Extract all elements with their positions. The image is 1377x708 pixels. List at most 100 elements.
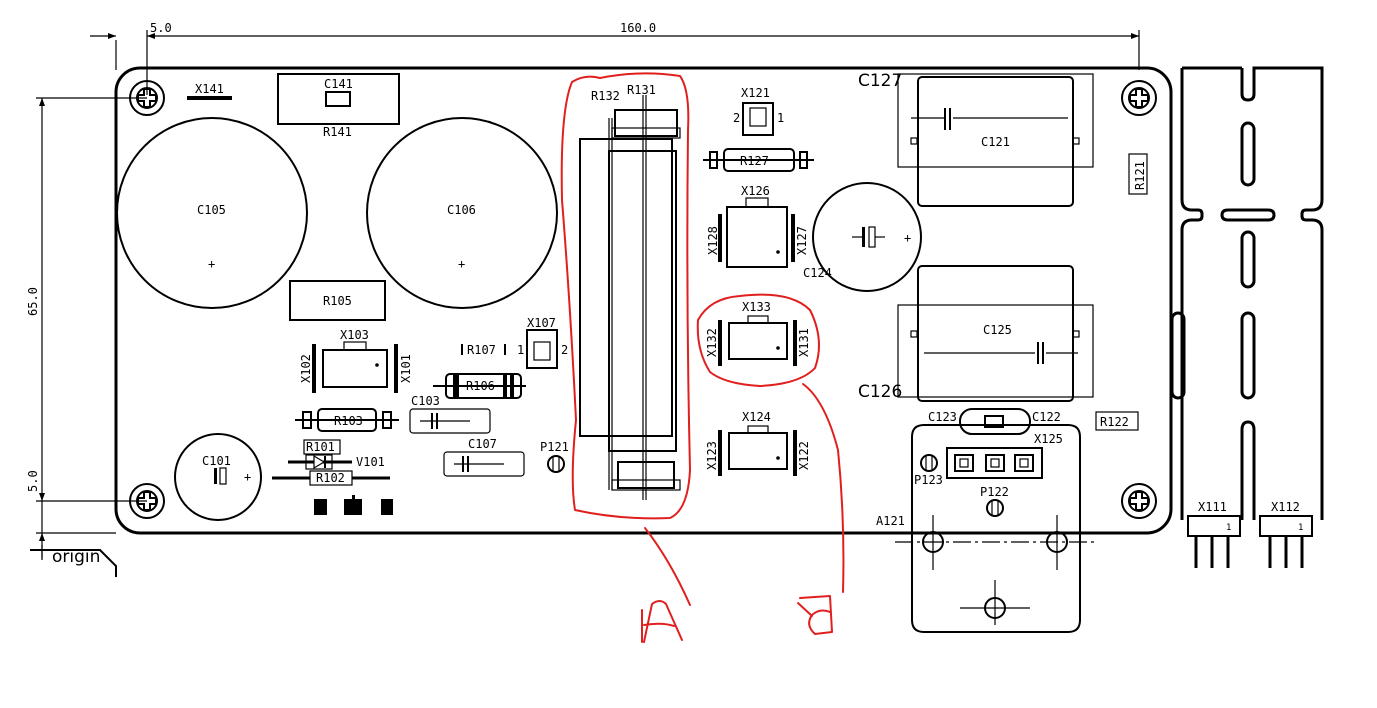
svg-text:X141: X141: [195, 82, 224, 96]
component-r141-c141: C141 R141: [277, 73, 400, 139]
test-point-p121: P121: [540, 440, 569, 473]
resistor-r127: R127: [703, 148, 814, 172]
capacitor-c103: C103: [409, 394, 491, 434]
svg-text:X122: X122: [797, 441, 811, 470]
svg-text:C121: C121: [981, 135, 1010, 149]
svg-text:X107: X107: [527, 316, 556, 330]
svg-text:C124: C124: [803, 266, 832, 280]
svg-text:R127: R127: [740, 154, 769, 168]
component-x126: X126 X128 X127: [706, 184, 809, 268]
svg-text:X125: X125: [1034, 432, 1063, 446]
connector-a121: A121: [876, 424, 1095, 633]
svg-text:R102: R102: [316, 471, 345, 485]
svg-text:1: 1: [517, 343, 524, 357]
component-x124: X124 X123 X122: [705, 410, 811, 476]
svg-text:R131: R131: [627, 83, 656, 97]
svg-text:P121: P121: [540, 440, 569, 454]
svg-text:+: +: [904, 231, 911, 245]
test-point-p123: P123: [914, 454, 943, 487]
board-outline: [114, 66, 1173, 535]
svg-text:C123: C123: [928, 410, 957, 424]
resistor-r105: R105: [289, 280, 386, 321]
svg-text:2: 2: [561, 343, 568, 357]
svg-text:X133: X133: [742, 300, 771, 314]
dim-offset-top: 5.0: [150, 21, 172, 35]
origin-label: origin: [52, 547, 100, 567]
diode-v101: R101 V101: [288, 439, 385, 470]
svg-text:R101: R101: [306, 440, 335, 454]
svg-text:C101: C101: [202, 454, 231, 468]
mounting-holes: [129, 80, 1157, 519]
svg-text:X124: X124: [742, 410, 771, 424]
svg-text:C127: C127: [858, 71, 902, 91]
svg-text:X103: X103: [340, 328, 369, 342]
svg-text:2: 2: [733, 111, 740, 125]
svg-text:X111: X111: [1198, 500, 1227, 514]
svg-text:C105: C105: [197, 203, 226, 217]
resistor-r107: R107: [461, 343, 506, 357]
annotation-mark-a: [560, 72, 691, 643]
svg-text:1: 1: [777, 111, 784, 125]
heatsink-right: [1170, 66, 1324, 520]
capacitor-c121: C121 C127: [858, 71, 1094, 207]
resistor-r106: R106: [433, 373, 526, 399]
svg-text:P122: P122: [980, 485, 1009, 499]
resistor-r102: R102: [272, 470, 393, 515]
svg-text:C125: C125: [983, 323, 1012, 337]
svg-text:R103: R103: [334, 414, 363, 428]
component-x133: X133 X132 X131: [705, 300, 811, 366]
svg-text:R121: R121: [1133, 161, 1147, 190]
svg-text:X126: X126: [741, 184, 770, 198]
capacitor-c105: C105 +: [116, 117, 308, 309]
dim-offset-left: 5.0: [26, 470, 40, 492]
connector-x121: X121 2 1: [733, 86, 784, 136]
svg-text:X127: X127: [795, 226, 809, 255]
capacitor-c106: C106 +: [366, 117, 558, 309]
resistor-r103: R103: [295, 408, 399, 432]
dimension-lines: 5.0 160.0 65.0 5.0 origin: [26, 21, 1140, 577]
connector-x107: X107 1 2: [517, 316, 568, 369]
svg-text:1: 1: [1226, 523, 1231, 533]
svg-text:X123: X123: [705, 441, 719, 470]
component-r131-r132: R132 R131: [579, 83, 681, 500]
svg-text:X112: X112: [1271, 500, 1300, 514]
svg-text:C126: C126: [858, 382, 902, 402]
svg-text:+: +: [458, 257, 465, 271]
component-x103: X103 X102 X101: [299, 328, 413, 393]
svg-text:R132: R132: [591, 89, 620, 103]
svg-text:C141: C141: [324, 77, 353, 91]
svg-text:R107: R107: [467, 343, 496, 357]
capacitor-c101: C101 +: [174, 433, 262, 521]
svg-text:X101: X101: [399, 354, 413, 383]
dim-width: 160.0: [620, 21, 656, 35]
annotation-mark-b: [696, 293, 845, 635]
component-x141: X141: [187, 82, 232, 100]
svg-text:R141: R141: [323, 125, 352, 139]
svg-text:1: 1: [1298, 523, 1303, 533]
capacitor-c125: C125 C126: [858, 265, 1094, 402]
connector-x125: X125: [946, 432, 1063, 479]
connector-x111: X111 1: [1187, 500, 1241, 568]
svg-text:R105: R105: [323, 294, 352, 308]
svg-text:X131: X131: [797, 328, 811, 357]
resistor-r122: R122: [1095, 411, 1139, 431]
svg-text:C106: C106: [447, 203, 476, 217]
svg-text:P123: P123: [914, 473, 943, 487]
svg-text:X102: X102: [299, 354, 313, 383]
svg-text:R106: R106: [466, 379, 495, 393]
svg-text:R122: R122: [1100, 415, 1129, 429]
svg-text:X128: X128: [706, 226, 720, 255]
svg-text:C107: C107: [468, 437, 497, 451]
resistor-r121: R121: [1128, 153, 1148, 195]
svg-text:V101: V101: [356, 455, 385, 469]
test-point-p122: P122: [980, 485, 1009, 517]
svg-text:+: +: [244, 470, 251, 484]
capacitor-c107: C107: [443, 437, 525, 477]
svg-text:X132: X132: [705, 328, 719, 357]
connector-x112: X112 1: [1259, 500, 1313, 568]
dim-height: 65.0: [26, 287, 40, 316]
capacitor-c124: + C124: [803, 182, 922, 292]
svg-text:A121: A121: [876, 514, 905, 528]
svg-text:+: +: [208, 257, 215, 271]
